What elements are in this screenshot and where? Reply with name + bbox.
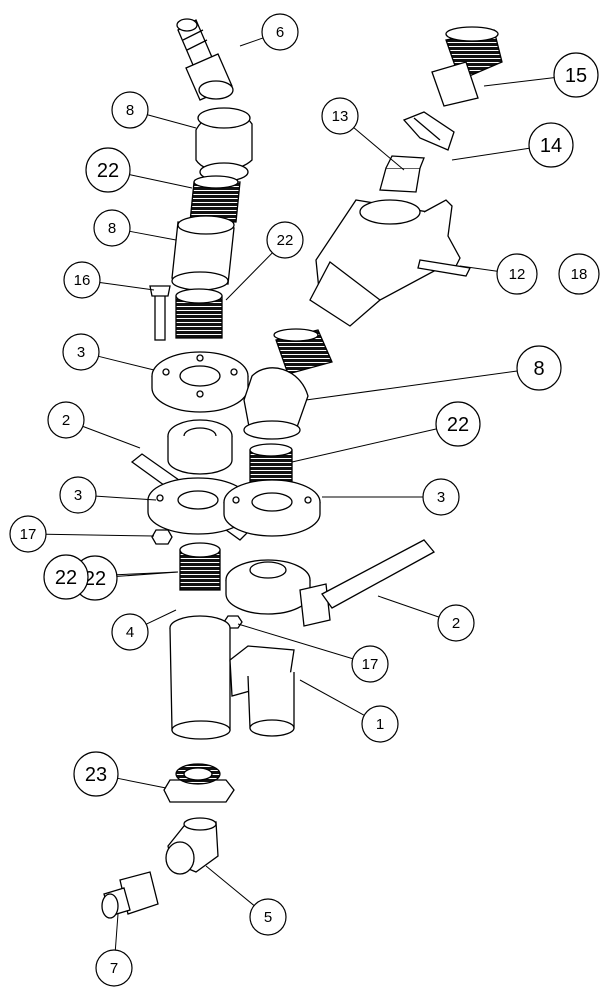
part-17-nut-left [151,529,173,545]
callout-label-12: 12 [509,266,526,283]
callout-circle [516,345,562,391]
part-14-coupler [402,111,455,151]
callout-circle [422,478,460,516]
leader-line [99,281,155,291]
part-22-nipple-3 [273,328,333,375]
part-3-flange-upper [151,351,249,413]
callout-label-17: 17 [362,656,379,673]
leader-line [237,623,353,660]
leader-line [459,265,498,272]
callout-label-6: 6 [276,24,284,41]
part-16-bolt [149,285,171,341]
callout-label-3: 3 [74,487,82,504]
leader-line [98,355,155,371]
callout-label-17: 17 [20,526,37,543]
callout-circle [361,705,399,743]
callout-circle [93,209,131,247]
leader-line [129,230,177,241]
leader-line [45,533,155,537]
callout-label-8: 8 [126,102,134,119]
part-8-elbow-right [243,367,309,440]
callout-label-14: 14 [540,135,562,157]
part-7-adapter [101,871,159,919]
callout-circle [85,147,131,193]
callout-circle [249,898,287,936]
leader-line [299,679,365,716]
callout-label-22: 22 [55,567,77,589]
part-23-bushing [163,763,235,803]
callout-circle [553,52,599,98]
callout-circle [437,604,475,642]
part-15-threaded-cap [431,26,503,107]
callout-circle [47,401,85,439]
callout-circle [558,253,600,295]
leader-line [353,127,405,171]
callout-circle [9,515,47,553]
callout-label-7: 7 [110,960,118,977]
leader-line [225,252,273,301]
leader-line [95,495,157,501]
leader-line [82,425,141,449]
callout-circle [63,261,101,299]
callout-circle [351,645,389,683]
part-22-nipple-1 [189,175,241,223]
leader-line [483,77,555,87]
part-13-clip [379,155,425,193]
part-8-coupling-mid [171,215,235,291]
leader-line [205,865,255,906]
part-12-valve-body [309,199,471,327]
leader-line [114,913,119,951]
leader-line [146,609,177,625]
part-22-nipple-2 [175,288,223,339]
part-22-nipple-5 [179,542,221,591]
part-3-flange-mid-right [223,479,321,537]
callout-label-22: 22 [447,414,469,436]
leader-line [239,37,264,47]
part-3-flange-mid-left [147,477,249,535]
leader-line [377,595,440,618]
callout-label-1: 1 [376,716,384,733]
callout-label-3: 3 [77,344,85,361]
callout-label-4: 4 [126,624,134,641]
callout-circle [59,476,97,514]
part-5-elbow [165,817,219,875]
callout-circle [435,401,481,447]
callout-label-8: 8 [108,220,116,237]
callout-circle [111,613,149,651]
callout-label-23: 23 [85,764,107,786]
part-6-hose-adapter [176,18,234,101]
callout-circle [73,751,119,797]
part-8-elbow-upper [195,107,253,182]
callout-label-8: 8 [533,358,544,380]
leader-line [451,147,530,161]
callout-label-2: 2 [62,412,70,429]
callout-label-3: 3 [437,489,445,506]
callout-label-22: 22 [97,160,119,182]
leader-line [291,428,437,463]
callout-circle [95,949,133,987]
callout-circle [528,122,574,168]
callout-circle [321,97,359,135]
callout-label-13: 13 [332,108,349,125]
callout-circle [261,13,299,51]
part-2-lower-valve-handle [225,539,436,627]
leader-line [129,174,193,189]
callout-circle [266,221,304,259]
leader-line [117,777,167,789]
leader-line [305,370,518,401]
callout-circle [111,91,149,129]
callout-circle [43,554,89,600]
callout-label-16: 16 [74,272,91,289]
callout-circle [496,253,538,295]
callout-label-22: 22 [84,568,106,590]
callout-label-5: 5 [264,909,272,926]
leader-line [147,114,197,129]
part-1-wye-body [169,615,295,740]
callout-label-2: 2 [452,615,460,632]
callout-label-22: 22 [277,232,294,249]
callout-circle [62,333,100,371]
callout-label-18: 18 [571,266,588,283]
callout-label-15: 15 [565,65,587,87]
